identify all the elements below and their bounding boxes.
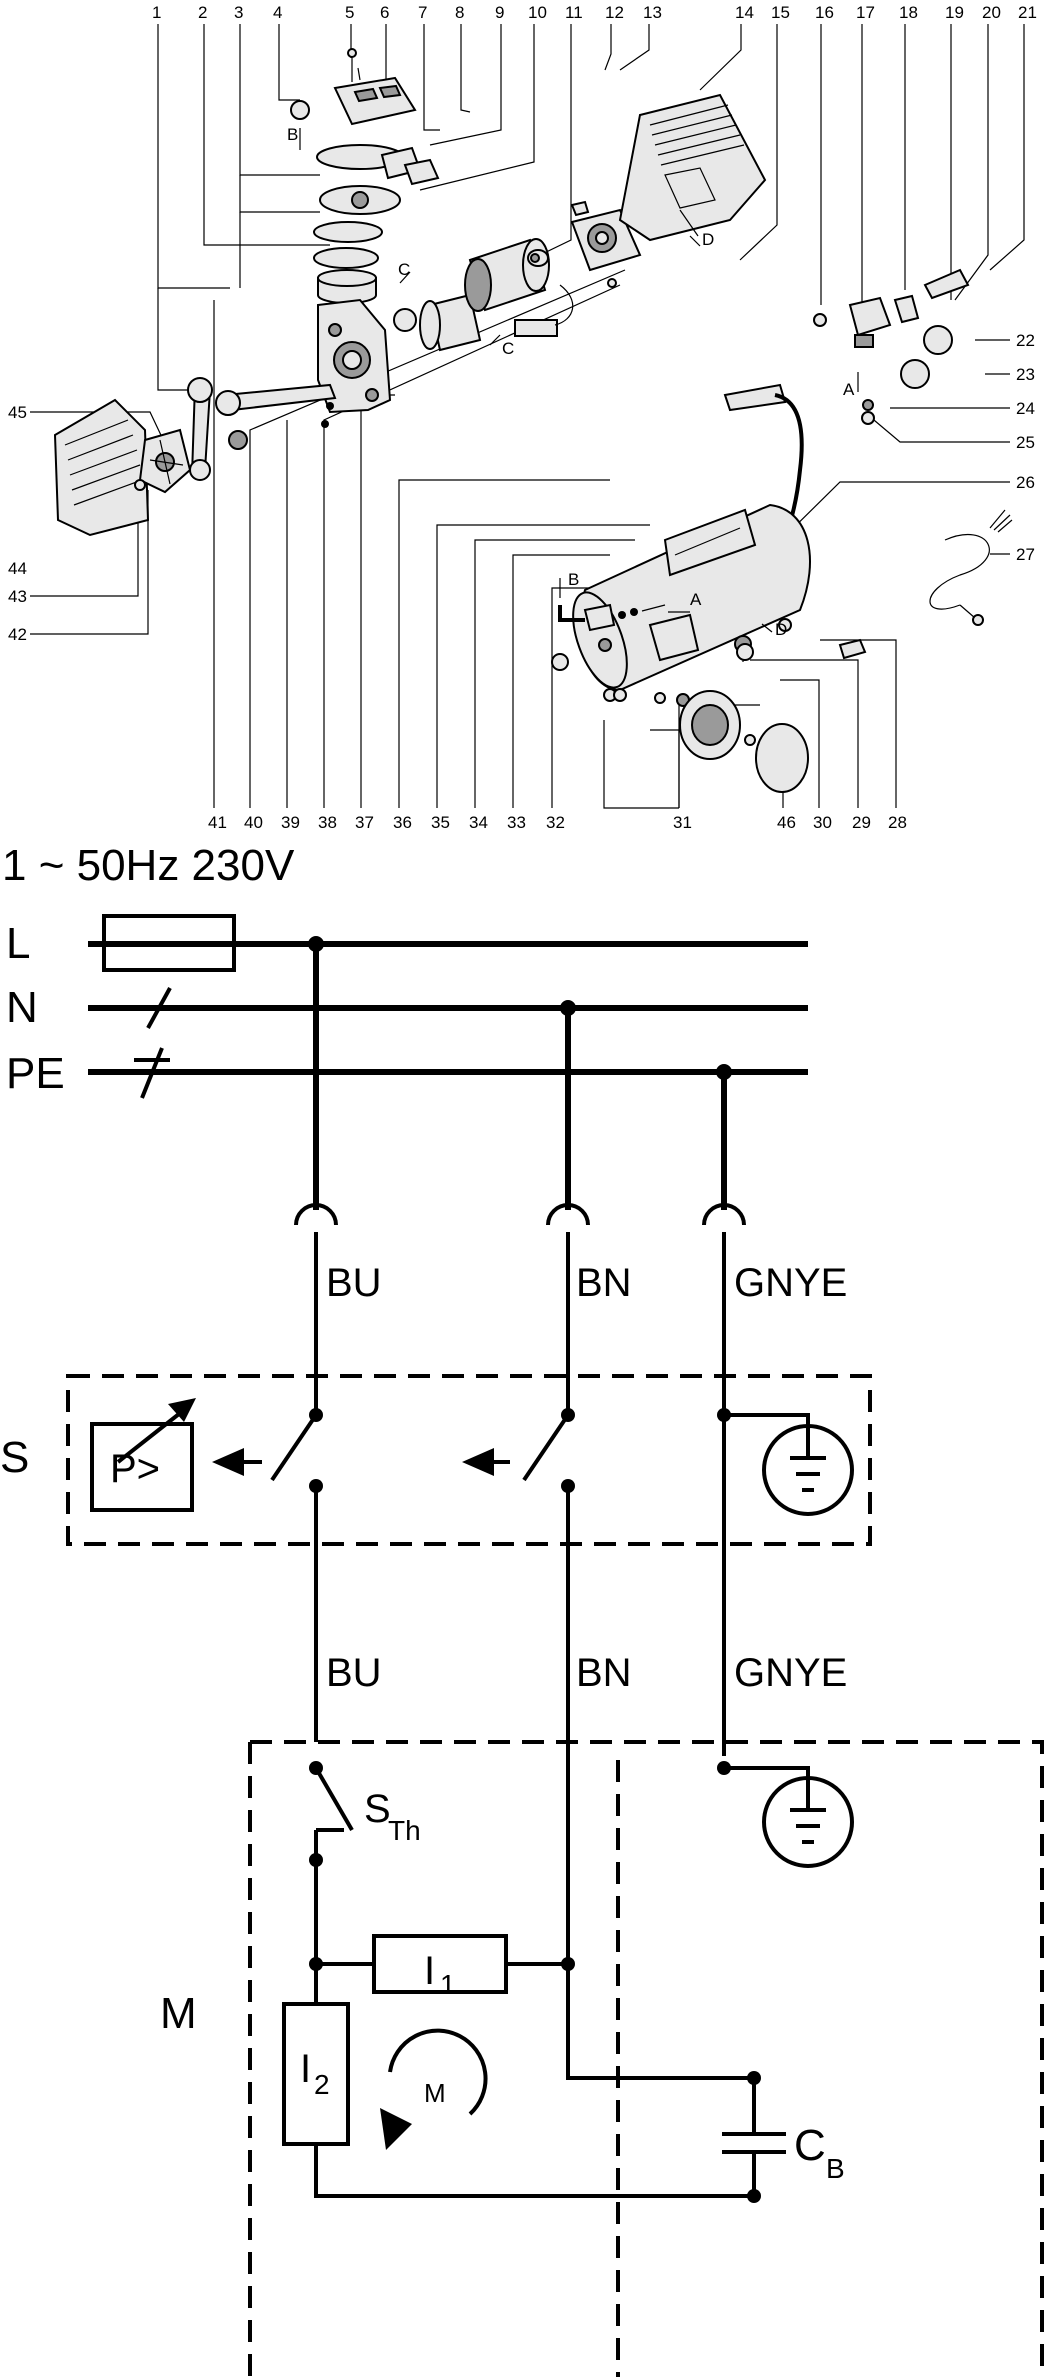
motor-rotation-symbol: M: [424, 2078, 446, 2108]
part-number: 41: [208, 813, 227, 832]
lower-wire-labels: BU BN GNYE: [326, 1651, 847, 1695]
line-label-l: L: [6, 919, 30, 968]
fan-shroud: [53, 398, 192, 537]
part-number: 30: [813, 813, 832, 832]
part-number: 18: [899, 3, 918, 22]
part-number: 31: [673, 813, 692, 832]
part-number: 1: [152, 3, 161, 22]
part-number: 40: [244, 813, 263, 832]
capacitor-label: C: [794, 2121, 826, 2170]
supply-title: 1 ~ 50Hz 230V: [2, 841, 295, 890]
exploded-view: 1 2 3 4 5 6 7 8 9 10 11 12 13 14 15 16 1…: [8, 3, 1037, 832]
part-number: 27: [1016, 545, 1035, 564]
fuse-symbol: [102, 914, 236, 972]
capacitor-sub: B: [826, 2153, 845, 2184]
part-number: 8: [455, 3, 464, 22]
motor: [393, 200, 642, 352]
ref-letter-c: C: [502, 339, 514, 358]
part-number: 10: [528, 3, 547, 22]
part-number: 29: [852, 813, 871, 832]
part-number: 45: [8, 403, 27, 422]
part-number: 15: [771, 3, 790, 22]
supply-lines: L N PE: [6, 914, 808, 1099]
wiring-diagram: 1 ~ 50Hz 230V L N PE BU BN GNYE: [0, 841, 1044, 2377]
part-number: 25: [1016, 433, 1035, 452]
wire-label-bn: BN: [576, 1651, 632, 1695]
part-number: 46: [777, 813, 796, 832]
part-number: 38: [318, 813, 337, 832]
winding-1-sub: 1: [440, 1969, 456, 2000]
pressure-switch-box: S P>: [0, 1232, 872, 2078]
wire-label-gnye: GNYE: [734, 1261, 847, 1305]
plug-connectors: BU BN GNYE: [294, 944, 847, 1305]
motor-cover: [618, 93, 767, 242]
part-numbers-right: 22 23 24 25 26 27 28: [888, 331, 1035, 832]
part-number: 42: [8, 625, 27, 644]
reference-letters: B C C D A B A D: [287, 125, 859, 639]
part-number: 13: [643, 3, 662, 22]
part-numbers-left: 45 44 43 42: [8, 403, 27, 644]
part-number: 44: [8, 559, 27, 578]
part-number: 33: [507, 813, 526, 832]
part-number: 19: [945, 3, 964, 22]
winding-2-sub: 2: [314, 2069, 330, 2100]
part-number: 34: [469, 813, 488, 832]
line-label-n: N: [6, 983, 38, 1032]
winding-1-label: I: [424, 1949, 435, 1993]
part-number: 7: [418, 3, 427, 22]
part-number: 43: [8, 587, 27, 606]
thermal-switch-sub: Th: [388, 1815, 421, 1846]
part-number: 32: [546, 813, 565, 832]
motor-box: M S Th I 1 I 2: [160, 1740, 1044, 2377]
part-number: 36: [393, 813, 412, 832]
part-number: 2: [198, 3, 207, 22]
part-number: 24: [1016, 399, 1035, 418]
crankcase: [187, 298, 392, 481]
part-numbers-top: 1 2 3 4 5 6 7 8 9 10 11 12 13 14 15 16 1…: [152, 3, 1037, 22]
ref-letter-a: A: [690, 590, 702, 609]
part-number: 26: [1016, 473, 1035, 492]
leader-lines: [30, 24, 1025, 809]
part-number: 21: [1018, 3, 1037, 22]
part-number: 4: [273, 3, 282, 22]
thermal-switch-label: S: [364, 1787, 391, 1831]
ref-letter-a: A: [843, 380, 855, 399]
part-number: 37: [355, 813, 374, 832]
wire-label-bn: BN: [576, 1261, 632, 1305]
part-number: 20: [982, 3, 1001, 22]
pump-head-assembly: [290, 48, 440, 304]
ref-letter-d: D: [775, 620, 787, 639]
hose-fittings: [558, 603, 666, 632]
part-numbers-bottom: 41 40 39 38 37 36 35 34 33 32 31 46 30 2…: [208, 813, 871, 832]
motor-label: M: [160, 1989, 197, 2038]
part-number: 35: [431, 813, 450, 832]
ref-letter-b: B: [568, 570, 579, 589]
wire-label-gnye: GNYE: [734, 1651, 847, 1695]
part-number: 23: [1016, 365, 1035, 384]
part-number: 6: [380, 3, 389, 22]
wire-label-bu: BU: [326, 1261, 382, 1305]
wire-label-bu: BU: [326, 1651, 382, 1695]
air-tank: [551, 383, 811, 793]
part-number: 5: [345, 3, 354, 22]
pressure-switch-assembly: [736, 268, 1013, 661]
part-number: 28: [888, 813, 907, 832]
switch-label: S: [0, 1433, 29, 1482]
ref-letter-c: C: [398, 260, 410, 279]
part-number: 39: [281, 813, 300, 832]
part-number: 11: [565, 3, 583, 22]
part-number: 14: [735, 3, 754, 22]
part-number: 17: [856, 3, 875, 22]
ref-letter-d: D: [702, 230, 714, 249]
pressure-switch-symbol: P>: [110, 1447, 160, 1491]
line-label-pe: PE: [6, 1049, 65, 1098]
part-number: 12: [605, 3, 624, 22]
part-number: 16: [815, 3, 834, 22]
part-number: 9: [495, 3, 504, 22]
part-number: 22: [1016, 331, 1035, 350]
part-number: 3: [234, 3, 243, 22]
ref-letter-b: B: [287, 125, 298, 144]
winding-2-label: I: [300, 2047, 311, 2091]
